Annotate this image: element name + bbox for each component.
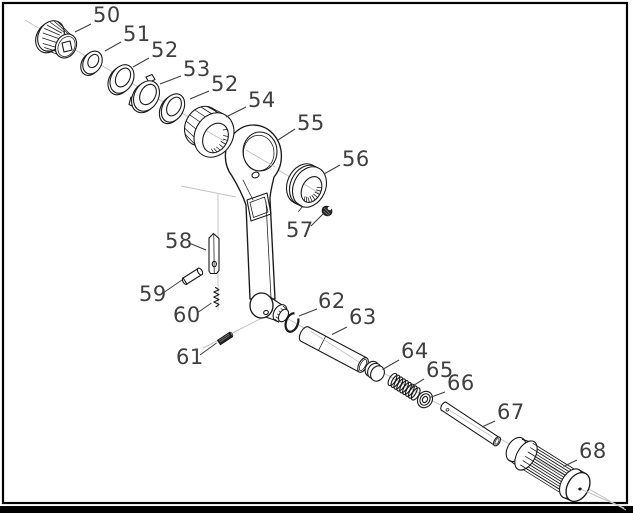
callout-54: 54 (225, 88, 276, 118)
part-61-knurled-pin (216, 331, 234, 346)
callout-67: 67 (481, 400, 525, 428)
part-label-64: 64 (401, 339, 429, 363)
bottom-edge-bar (0, 506, 633, 513)
part-label-61: 61 (176, 345, 204, 369)
callout-60: 60 (173, 302, 212, 327)
part-52-washer-a (107, 64, 135, 96)
figure-border (1, 1, 629, 505)
part-label-52b: 52 (211, 72, 239, 96)
callout-53: 53 (159, 57, 211, 85)
part-label-66: 66 (447, 371, 475, 395)
part-label-62: 62 (318, 289, 346, 313)
part-63-drive-tube (298, 326, 369, 373)
part-60-pawl-spring (213, 286, 220, 308)
part-53-tabbed-ring (128, 73, 161, 114)
pawl-hole (211, 260, 217, 268)
callout-64: 64 (382, 339, 429, 370)
pawl-pin-hole (251, 171, 260, 179)
part-51-bushing-ring (80, 50, 103, 76)
callout-66: 66 (429, 371, 475, 398)
callout-52a: 52 (132, 38, 179, 68)
part-label-56: 56 (342, 147, 370, 171)
part-64-ribbed-plug (364, 360, 385, 382)
part-66-washer (416, 390, 434, 409)
callout-52b: 52 (189, 72, 239, 100)
part-62-snap-ring (284, 309, 302, 333)
callout-63: 63 (331, 305, 377, 335)
part-label-52a: 52 (151, 38, 179, 62)
knurl-lines (42, 21, 72, 56)
shaft-box-section (246, 192, 272, 222)
callout-62: 62 (298, 289, 346, 317)
part-67-connecting-rod (440, 401, 501, 447)
part-55-ratchet-body (224, 124, 290, 323)
part-label-65: 65 (426, 358, 454, 382)
thread-hatching (303, 187, 322, 203)
part-label-67: 67 (497, 400, 525, 424)
part-58-pawl (208, 232, 220, 275)
part-65-coil-spring (387, 372, 421, 401)
part-54-knurled-gear (183, 105, 235, 158)
callout-57: 57 (286, 213, 324, 242)
part-label-58: 58 (165, 229, 193, 253)
ring-notch (295, 201, 303, 212)
part-59-pivot-pin (181, 267, 204, 286)
part-68-knurled-grip (505, 436, 625, 509)
part-label-59: 59 (139, 282, 167, 306)
part-57-set-screw (321, 205, 333, 217)
drive-boss (249, 292, 290, 323)
part-label-68: 68 (579, 439, 607, 463)
part-label-54: 54 (248, 88, 276, 112)
callout-58: 58 (165, 229, 207, 253)
part-label-63: 63 (349, 305, 377, 329)
callout-65: 65 (410, 358, 454, 388)
part-label-51: 51 (123, 22, 151, 46)
callout-56: 56 (323, 147, 370, 175)
callout-55: 55 (277, 111, 325, 141)
part-56-cover-ring (285, 163, 328, 212)
part-50-square-drive-plug (35, 20, 78, 59)
part-52-washer-b (158, 93, 186, 125)
square-drive-hole (61, 40, 73, 53)
callout-59: 59 (139, 279, 183, 306)
rod-cross-hole (445, 408, 450, 412)
callout-50: 50 (74, 3, 121, 33)
callout-51: 51 (104, 22, 151, 52)
internal-teeth (211, 129, 229, 153)
part-label-60: 60 (173, 303, 201, 327)
labels: 50 51 52 53 52 54 55 56 (74, 3, 607, 467)
callout-61: 61 (176, 342, 217, 369)
callout-68: 68 (563, 439, 607, 467)
part-label-53: 53 (183, 57, 211, 81)
part-label-55: 55 (297, 111, 325, 135)
part-label-50: 50 (93, 3, 121, 27)
part-label-57: 57 (286, 218, 314, 242)
